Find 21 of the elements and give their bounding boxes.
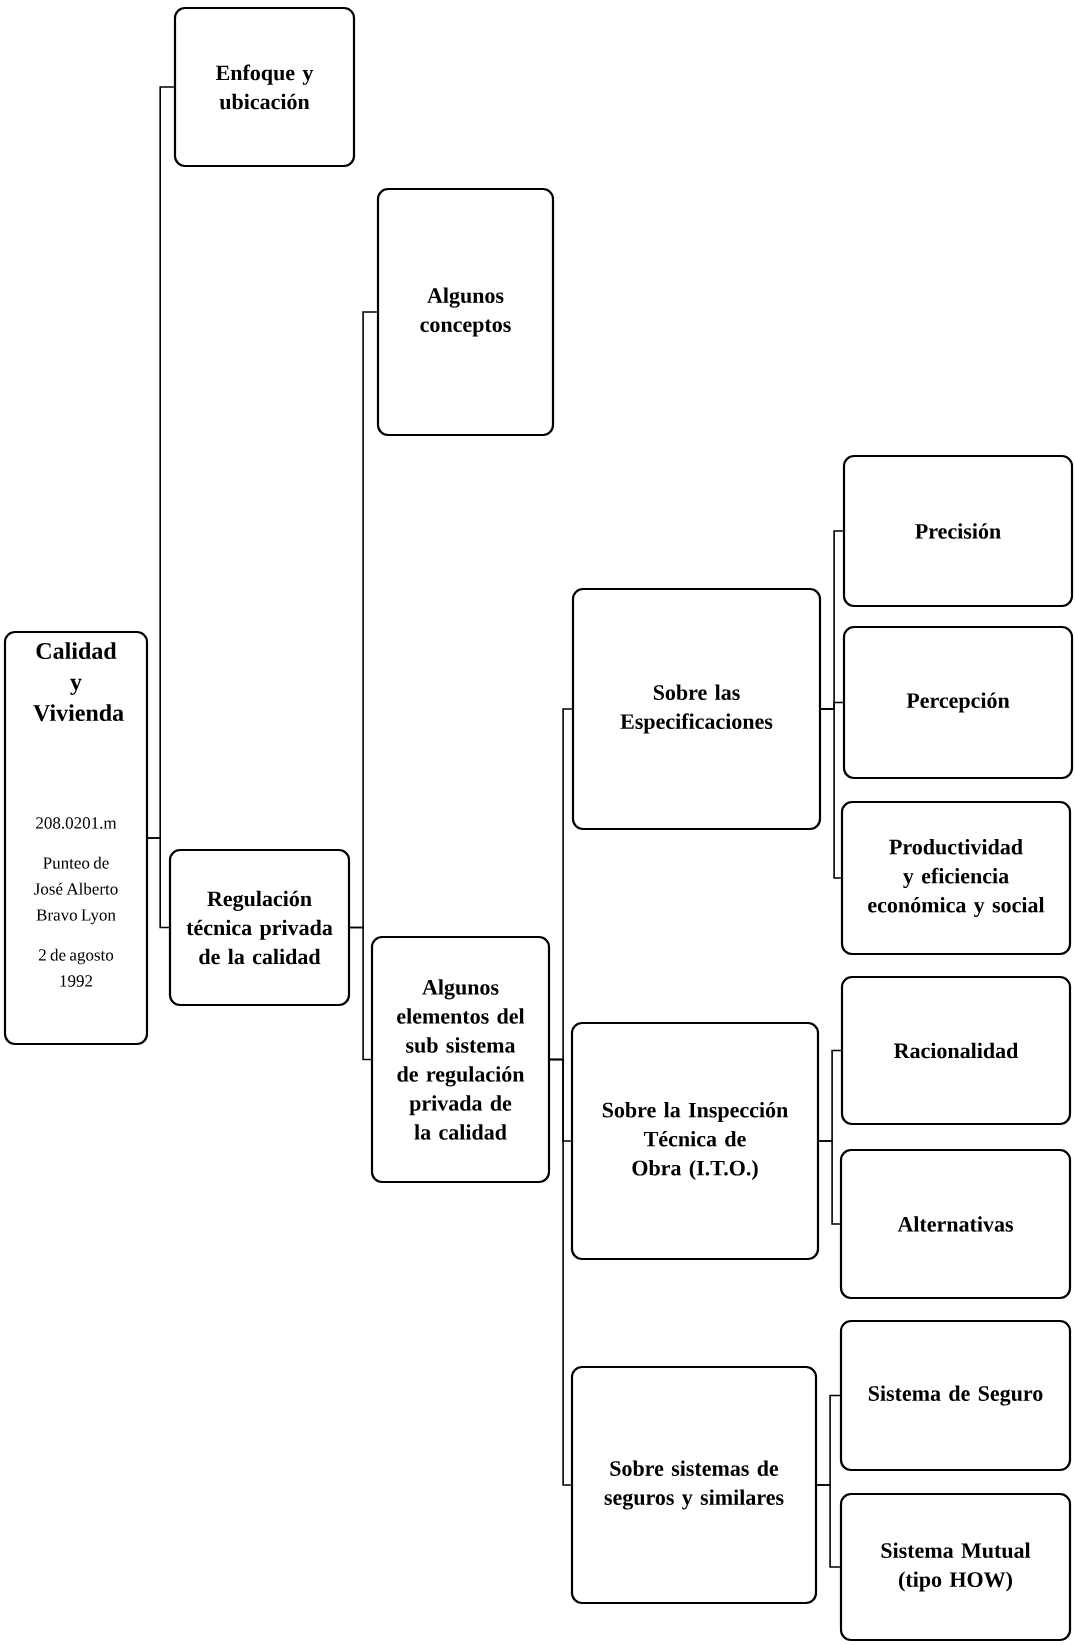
process-box: Racionalidad — [840, 975, 1072, 1126]
process-box: Sobre las Especificaciones — [571, 587, 822, 831]
connector — [549, 1058, 572, 1486]
connector — [818, 1140, 841, 1225]
connector — [816, 1484, 841, 1568]
process-box: Algunos elementos del sub sistema de regulación privada de la calidad — [370, 935, 551, 1184]
process-box: Sobre la Inspección Técnica de Obra (I.T.O.) — [570, 1021, 820, 1261]
process-box: Regulación técnica privada de la calidad — [168, 848, 351, 1007]
process-box: Enfoque y ubicación — [173, 6, 356, 168]
process-box: Percepción — [842, 625, 1074, 780]
process-box: Precisión — [842, 454, 1074, 608]
connector — [820, 708, 842, 879]
connector — [146, 837, 170, 929]
connector — [349, 926, 372, 1061]
process-box: Sobre sistemas de seguros y similares — [570, 1365, 818, 1605]
process-box: Productividad y eficiencia económica y social — [840, 800, 1072, 956]
process-box: Alternativas — [839, 1148, 1072, 1300]
process-box: Sistema de Seguro — [839, 1319, 1072, 1472]
process-box: Sistema Mutual (tipo HOW) — [839, 1492, 1072, 1642]
process-box: Algunos conceptos — [376, 187, 555, 437]
root-box: Calidad y Vivienda 208.0201.m Punteo de José Alberto Bravo Lyon 2 de agosto 1992 — [3, 630, 149, 1046]
